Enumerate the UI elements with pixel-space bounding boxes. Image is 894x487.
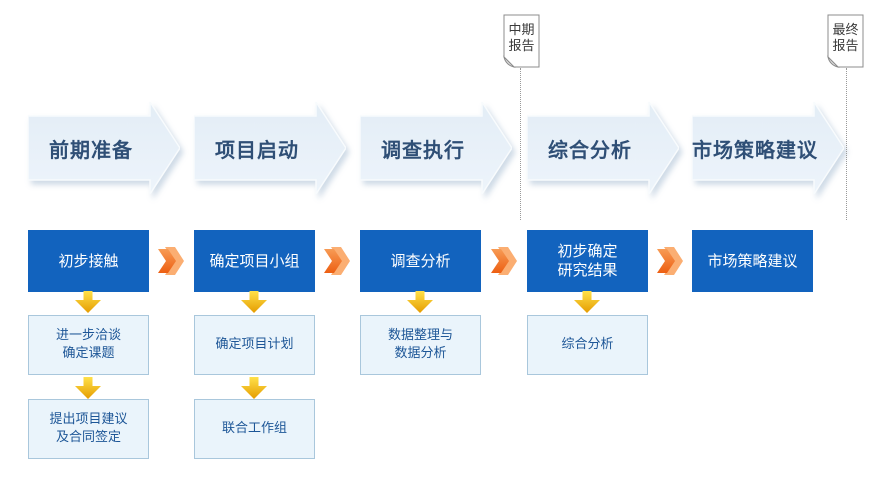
milestone-dotted-line-final — [846, 68, 847, 220]
step-box-market-strategy: 市场策略建议 — [692, 230, 813, 292]
step-label-line1: 初步接触 — [58, 251, 119, 270]
stage-label: 市场策略建议 — [692, 137, 818, 162]
task-label-line1: 提出项目建议 — [49, 412, 128, 427]
milestone-label: 中期 报告 — [503, 14, 540, 64]
task-label-line1: 进一步洽谈 — [55, 328, 121, 343]
step-box-survey-analysis: 调查分析 — [360, 230, 481, 292]
stage-label: 综合分析 — [548, 137, 632, 162]
milestone-midterm-report: 中期 报告 — [503, 14, 540, 68]
step-box-initial-contact: 初步接触 — [28, 230, 149, 292]
task-box-proposal-contract: 提出项目建议 及合同签定 — [28, 399, 149, 459]
milestone-label: 最终 报告 — [827, 14, 864, 64]
stage-arrow-shape — [527, 102, 679, 194]
step-box-preliminary-results: 初步确定 研究结果 — [527, 230, 648, 292]
step-label-line1: 调查分析 — [390, 251, 451, 270]
stage-label: 前期准备 — [49, 137, 133, 162]
arrow-down-icon — [75, 377, 101, 399]
stage-arrow-shape — [28, 102, 180, 194]
note-icon — [503, 14, 540, 68]
stage-arrow-shape — [360, 102, 512, 194]
chevron-right-icon — [491, 247, 517, 275]
milestone-dotted-line-midterm — [520, 68, 521, 220]
stage-arrow-shape — [692, 102, 844, 194]
stage-label: 调查执行 — [381, 137, 465, 162]
step-label-line2: 研究结果 — [557, 261, 618, 279]
task-box-further-discussion: 进一步洽谈 确定课题 — [28, 315, 149, 375]
note-icon — [827, 14, 864, 68]
task-label-line2: 及合同签定 — [55, 430, 121, 445]
stage-arrow-shape — [194, 102, 346, 194]
step-label-line1: 确定项目小组 — [209, 251, 300, 270]
step-label-line1: 初步确定 — [557, 242, 618, 260]
milestone-label-line2: 报告 — [508, 39, 535, 54]
arrow-down-icon — [241, 377, 267, 399]
task-box-joint-workgroup: 联合工作组 — [194, 399, 315, 459]
milestone-label-line2: 报告 — [832, 39, 859, 54]
task-box-comprehensive-analysis: 综合分析 — [527, 315, 648, 375]
arrow-down-icon — [407, 291, 433, 313]
stage-arrow-recommendation: 市场策略建议 — [692, 102, 844, 194]
stage-arrow-execution: 调查执行 — [360, 102, 512, 194]
task-label-line1: 综合分析 — [561, 337, 614, 352]
stage-label: 项目启动 — [215, 137, 299, 162]
arrow-down-icon — [241, 291, 267, 313]
task-label-line1: 确定项目计划 — [215, 337, 294, 352]
step-box-project-team: 确定项目小组 — [194, 230, 315, 292]
milestone-label-line1: 中期 — [508, 23, 535, 38]
task-box-project-plan: 确定项目计划 — [194, 315, 315, 375]
stage-arrow-analysis: 综合分析 — [527, 102, 679, 194]
stage-arrow-kickoff: 项目启动 — [194, 102, 346, 194]
stage-arrow-preparation: 前期准备 — [28, 102, 180, 194]
chevron-right-icon — [324, 247, 350, 275]
task-label-line1: 联合工作组 — [221, 421, 287, 436]
milestone-final-report: 最终 报告 — [827, 14, 864, 68]
chevron-right-icon — [657, 247, 683, 275]
chevron-right-icon — [158, 247, 184, 275]
arrow-down-icon — [75, 291, 101, 313]
arrow-down-icon — [574, 291, 600, 313]
milestone-label-line1: 最终 — [832, 23, 859, 38]
task-label-line2: 数据分析 — [394, 346, 447, 361]
task-box-data-processing: 数据整理与 数据分析 — [360, 315, 481, 375]
task-label-line2: 确定课题 — [62, 346, 115, 361]
step-label-line1: 市场策略建议 — [707, 251, 798, 270]
task-label-line1: 数据整理与 — [387, 328, 453, 343]
